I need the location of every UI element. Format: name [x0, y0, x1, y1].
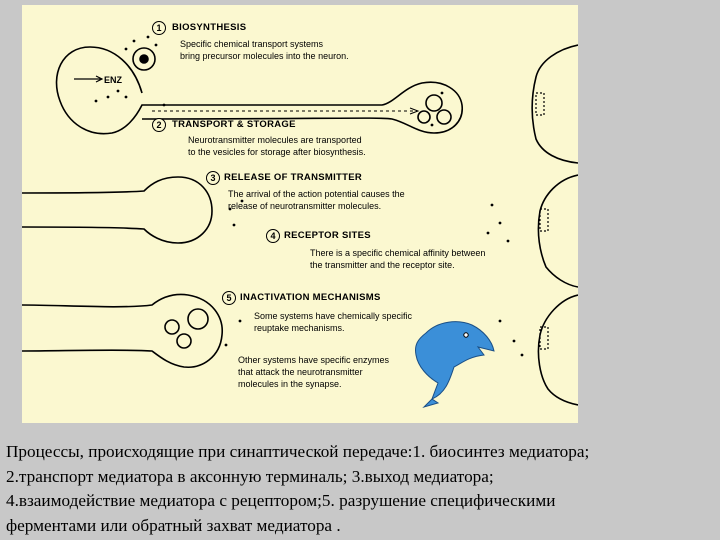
release-desc-line2: release of neurotransmitter molecules. [228, 201, 382, 211]
enzyme-arrowhead [95, 75, 104, 83]
neuron-terminal-middle [22, 176, 213, 244]
enzyme-desc-line2: that attack the neurotransmitter [238, 367, 363, 377]
figure-caption: Процессы, происходящие при синаптической… [6, 440, 714, 538]
biosynthesis-desc-line1: Specific chemical transport systems [180, 39, 324, 49]
caption-line-2: 2.транспорт медиатора в аксонную термина… [6, 466, 494, 486]
synaptic-transmission-diagram: 1 BIOSYNTHESIS Specific chemical transpo… [22, 5, 578, 423]
storage-vesicle-1 [425, 94, 443, 112]
postsynaptic-cell-bottom [537, 294, 578, 406]
step-number-4: 4 [266, 229, 280, 243]
storage-vesicle-3 [417, 110, 431, 124]
diagram-drawing [22, 35, 578, 409]
enzyme-creature [415, 321, 495, 409]
transport-desc-line2: to the vesicles for storage after biosyn… [188, 147, 366, 157]
receptor-site-bottom [539, 326, 549, 350]
receptor-site-top [535, 92, 545, 116]
enzyme-label: ENZ [104, 75, 122, 85]
caption-line-1: Процессы, происходящие при синаптической… [6, 442, 590, 461]
step-number-3: 3 [206, 171, 220, 185]
receptor-site-middle [539, 208, 549, 232]
transmitter-molecules [94, 35, 524, 357]
step-number-2: 2 [152, 118, 166, 132]
postsynaptic-cell-top [531, 44, 578, 164]
receptor-sites-title: RECEPTOR SITES [284, 230, 371, 241]
biosynthesis-title: BIOSYNTHESIS [172, 22, 247, 33]
neuron-body-top [55, 46, 463, 135]
caption-line-4: ферментами или обратный захват медиатора… [6, 515, 341, 535]
transport-arrowhead [409, 107, 420, 115]
receptor-desc-line2: the transmitter and the receptor site. [310, 260, 455, 270]
enzyme-desc-line3: molecules in the synapse. [238, 379, 342, 389]
release-title: RELEASE OF TRANSMITTER [224, 172, 363, 183]
enzyme-desc-line1: Other systems have specific enzymes [238, 355, 390, 365]
reuptake-vesicle-1 [164, 319, 180, 335]
precursor-vesicle-core [139, 54, 149, 64]
neuron-terminal-bottom [22, 293, 223, 368]
storage-vesicle-2 [436, 109, 452, 125]
reuptake-pump [187, 308, 209, 330]
transport-storage-title: TRANSPORT & STORAGE [172, 119, 296, 130]
biosynthesis-desc-line2: bring precursor molecules into the neuro… [180, 51, 349, 61]
step-number-5: 5 [222, 291, 236, 305]
step-number-1: 1 [152, 21, 166, 35]
receptor-desc-line1: There is a specific chemical affinity be… [310, 248, 486, 258]
reuptake-vesicle-2 [176, 333, 192, 349]
inactivation-desc-line2: reuptake mechanisms. [254, 323, 345, 333]
inactivation-title: INACTIVATION MECHANISMS [240, 292, 381, 303]
precursor-vesicle [132, 47, 156, 71]
postsynaptic-cell-middle [537, 174, 578, 288]
transport-desc-line1: Neurotransmitter molecules are transport… [188, 135, 362, 145]
caption-line-3: 4.взаимодействие медиатора с рецептором;… [6, 491, 556, 510]
release-desc-line1: The arrival of the action potential caus… [228, 189, 405, 199]
inactivation-desc-line1: Some systems have chemically specific [254, 311, 413, 321]
